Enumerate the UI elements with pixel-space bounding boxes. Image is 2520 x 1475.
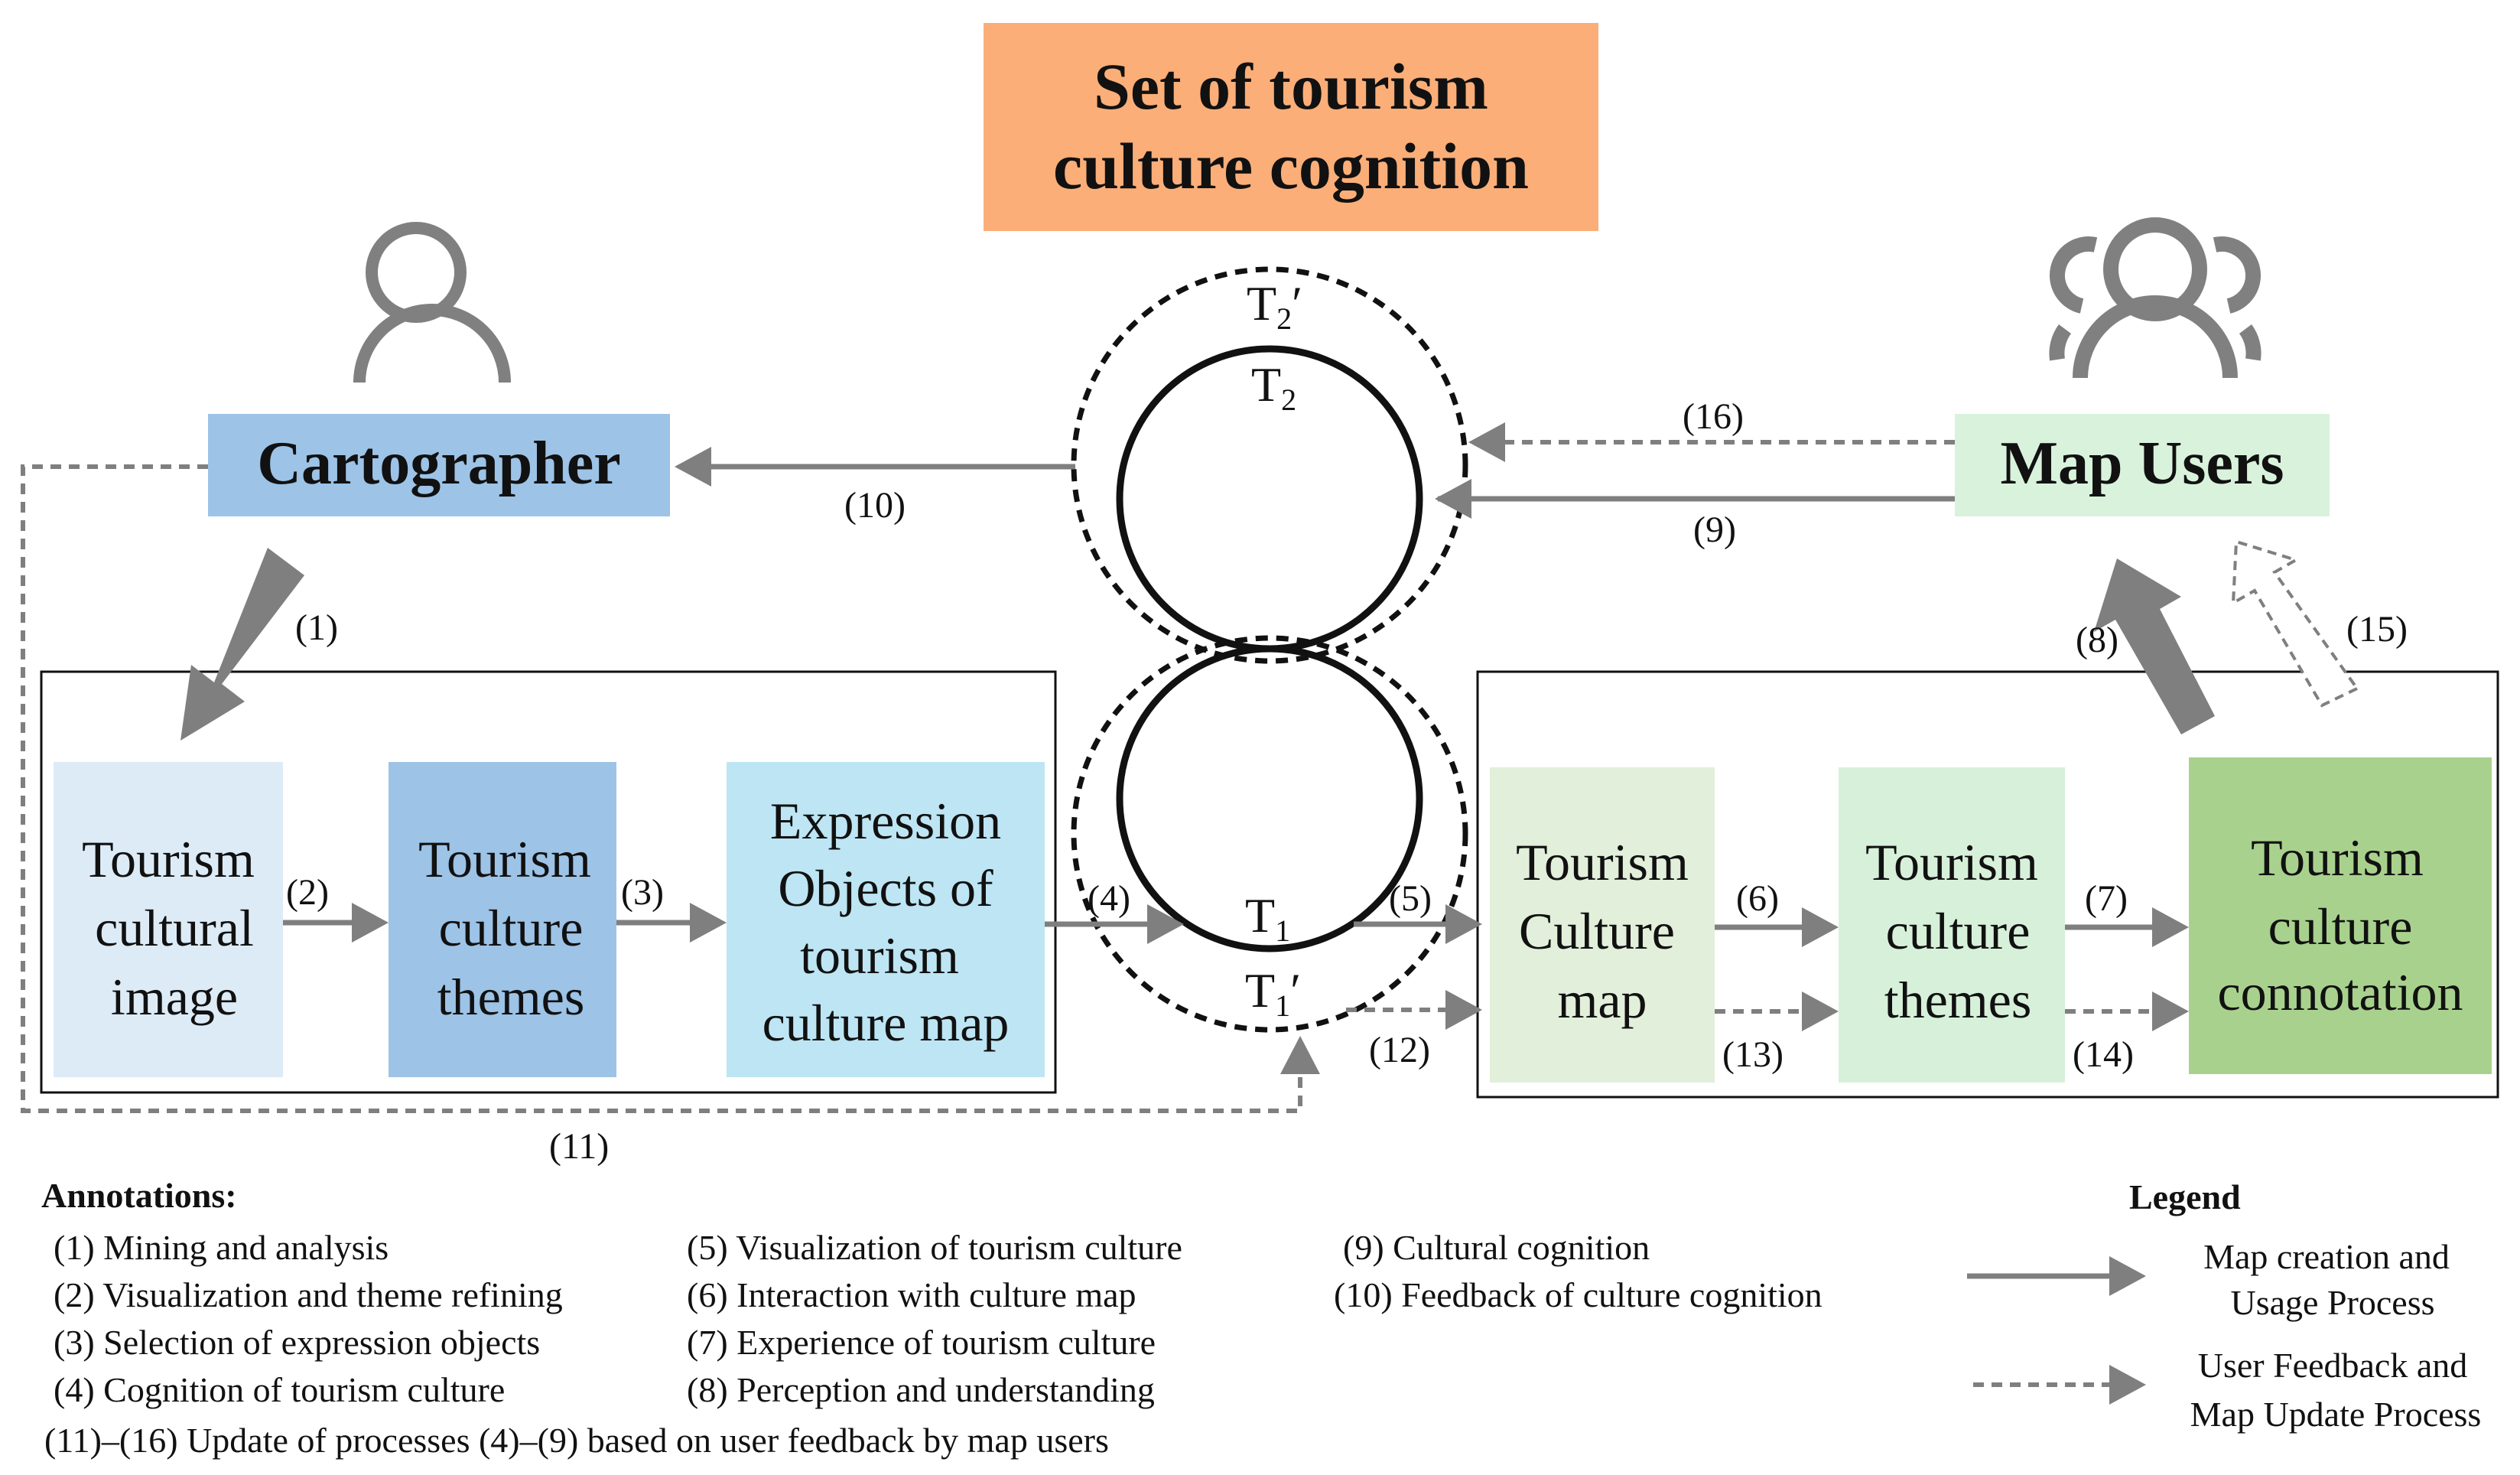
- step-label-16: (16): [1683, 396, 1744, 437]
- legend-dashed-label-line-2: Map Update Process: [2190, 1395, 2482, 1434]
- step-label-7: (7): [2085, 878, 2128, 919]
- arrow-8-block: [2094, 558, 2215, 734]
- annotation-7: (7) Experience of tourism culture: [687, 1323, 1156, 1362]
- step-label-5: (5): [1389, 878, 1432, 919]
- circle-t1: [1116, 645, 1423, 952]
- tourism-culture-themes-left-line-1: Tourism: [418, 830, 591, 888]
- step-label-11: (11): [549, 1126, 609, 1167]
- expression-objects-line-1: Expression: [770, 792, 1001, 850]
- tourism-culture-themes-right-line-3: themes: [1884, 971, 2032, 1029]
- arrow-11: [21, 464, 1302, 1113]
- annotation-4: (4) Cognition of tourism culture: [54, 1370, 505, 1409]
- step-label-14: (14): [2073, 1034, 2134, 1075]
- annotation-1: (1) Mining and analysis: [54, 1228, 389, 1267]
- tourism-cultural-image-line-2: cultural: [95, 899, 254, 957]
- step-label-10: (10): [844, 485, 906, 526]
- arrow-15-block: [2231, 539, 2360, 708]
- cartographer-box: [208, 414, 670, 516]
- title-line-1: Set of tourism: [1094, 50, 1488, 123]
- tourism-culture-themes-left-line-2: culture: [439, 899, 584, 957]
- title-line-2: culture cognition: [1053, 129, 1529, 203]
- arrow-4-head: [1147, 904, 1184, 944]
- annotation-9: (9) Cultural cognition: [1343, 1228, 1650, 1267]
- arrow-7-head: [2152, 907, 2189, 947]
- arrow-5-head: [1445, 904, 1482, 944]
- label-t2-prime: T2′: [1247, 276, 1302, 336]
- step-label-8: (8): [2076, 620, 2118, 660]
- annotation-2: (2) Visualization and theme refining: [54, 1275, 563, 1314]
- arrow-2-head: [352, 903, 389, 943]
- tourism-cultural-image-line-1: Tourism: [82, 830, 255, 888]
- arrow-9-head: [1435, 479, 1471, 519]
- arrow-1-block: [180, 548, 304, 741]
- title-box-bg: [984, 23, 1598, 231]
- annotation-6: (6) Interaction with culture map: [687, 1275, 1136, 1314]
- legend-heading: Legend: [2129, 1177, 2241, 1216]
- tourism-culture-themes-right-line-2: culture: [1886, 902, 2031, 960]
- circle-t1-prime: [1071, 635, 1468, 1033]
- expression-objects-line-4: culture map: [763, 994, 1010, 1052]
- step-label-13: (13): [1722, 1034, 1784, 1075]
- legend-solid-label-line-2: Usage Process: [2231, 1283, 2435, 1322]
- arrow-3-head: [690, 903, 727, 943]
- annotation-3: (3) Selection of expression objects: [54, 1323, 540, 1362]
- circle-t2-prime: [1071, 266, 1468, 664]
- label-t1: T1: [1245, 888, 1290, 948]
- tourism-cultural-image-line-3: image: [111, 968, 238, 1026]
- legend-solid-arrowhead: [2109, 1256, 2146, 1296]
- step-label-4: (4): [1088, 878, 1130, 919]
- right-process-frame: [1476, 670, 2499, 1099]
- annotation-8: (8) Perception and understanding: [687, 1370, 1155, 1409]
- tourism-culture-map-line-2: Culture: [1519, 902, 1675, 960]
- legend-dashed-arrowhead: [2109, 1365, 2146, 1405]
- tourism-culture-themes-right-line-1: Tourism: [1865, 833, 2038, 891]
- tourism-culture-map-box: [1490, 767, 1715, 1083]
- arrow-6-head: [1802, 907, 1839, 947]
- left-process-frame: [40, 670, 1057, 1094]
- person-icon: [353, 222, 511, 383]
- arrow-13-head: [1802, 991, 1839, 1031]
- label-t2: T2: [1251, 357, 1296, 417]
- tourism-culture-themes-right-box: [1839, 767, 2065, 1083]
- cartographer-label: Cartographer: [257, 430, 620, 497]
- arrow-11-head: [1280, 1036, 1320, 1074]
- annotation-10: (10) Feedback of culture cognition: [1334, 1275, 1823, 1314]
- step-label-9: (9): [1693, 510, 1736, 550]
- expression-objects-line-2: Objects of: [778, 859, 993, 917]
- title-box: Set of tourism culture cognition: [984, 23, 1598, 231]
- step-label-15: (15): [2346, 609, 2408, 650]
- tourism-culture-connotation-line-2: culture: [2268, 897, 2413, 956]
- legend-solid-label-line-1: Map creation and: [2203, 1237, 2450, 1276]
- map-users-label: Map Users: [2000, 430, 2284, 497]
- legend-dashed-label-line-1: User Feedback and: [2198, 1346, 2468, 1385]
- tourism-cultural-image-box: [54, 762, 283, 1077]
- annotations-heading: Annotations:: [41, 1176, 237, 1215]
- tourism-culture-themes-left-box: [389, 762, 616, 1077]
- tourism-culture-themes-left-line-3: themes: [437, 968, 585, 1026]
- tourism-culture-connotation-box: [2189, 757, 2492, 1074]
- map-users-box: [1955, 414, 2330, 516]
- label-t1-prime: T1′: [1245, 963, 1301, 1023]
- step-label-3: (3): [621, 872, 664, 913]
- step-label-12: (12): [1369, 1030, 1430, 1070]
- tourism-culture-map-line-3: map: [1557, 971, 1647, 1029]
- expression-objects-line-3: tourism: [800, 926, 959, 985]
- arrow-12-head: [1445, 990, 1482, 1030]
- arrow-16-head: [1468, 422, 1505, 462]
- annotation-footer: (11)–(16) Update of processes (4)–(9) ba…: [44, 1421, 1109, 1460]
- tourism-culture-connotation-line-1: Tourism: [2251, 829, 2424, 887]
- step-label-1: (1): [295, 607, 338, 648]
- group-users-icon: [2049, 217, 2261, 379]
- annotation-5: (5) Visualization of tourism culture: [687, 1228, 1182, 1267]
- tourism-culture-connotation-line-3: connotation: [2217, 963, 2463, 1021]
- arrow-14-head: [2152, 991, 2189, 1031]
- tourism-culture-map-line-1: Tourism: [1516, 833, 1689, 891]
- arrow-10-head: [675, 447, 711, 487]
- step-label-2: (2): [286, 872, 329, 913]
- expression-objects-box: [727, 762, 1045, 1077]
- step-label-6: (6): [1736, 878, 1779, 919]
